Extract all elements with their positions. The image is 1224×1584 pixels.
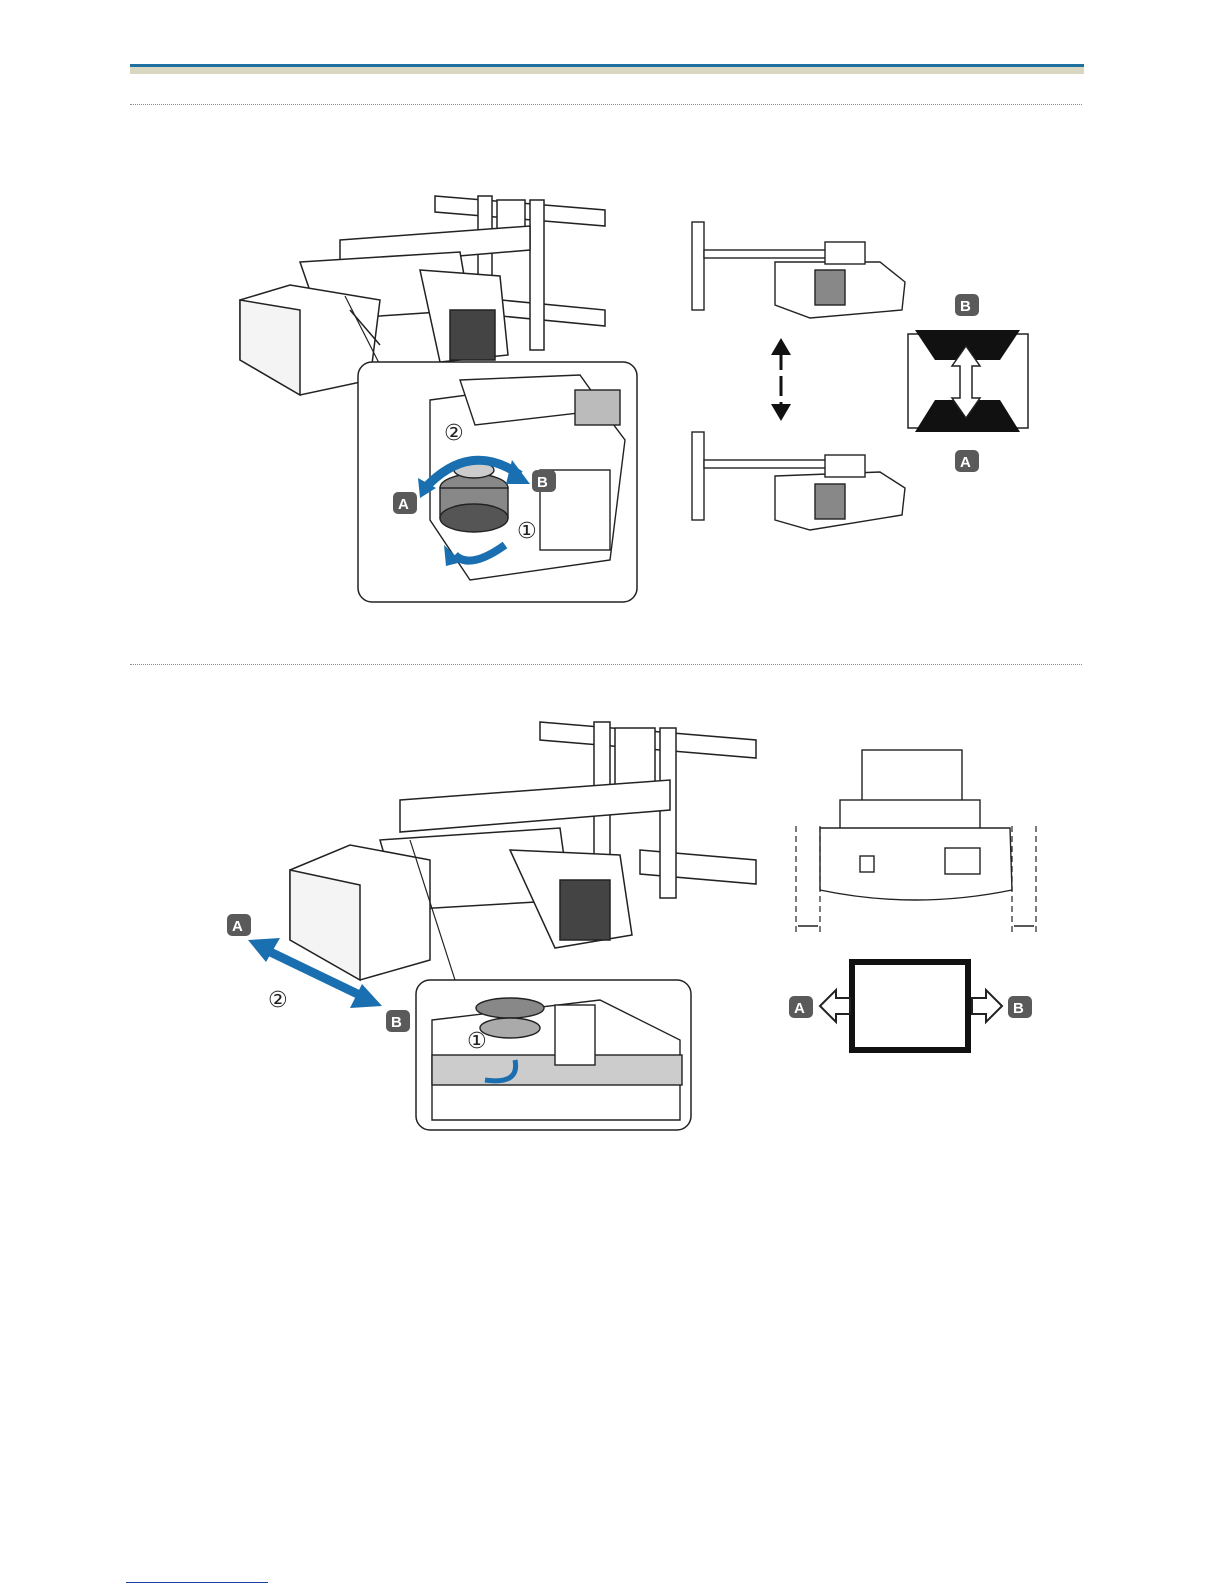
step-1-marker: ① (517, 519, 537, 544)
step-1-marker-2: ① (467, 1029, 487, 1054)
side-view-upper (692, 222, 905, 318)
figure-horizontal-adjustment: ① A B ② A B (0, 660, 1224, 1160)
figure-vertical-adjustment: A B ② ① B A (0, 0, 1224, 660)
step-2-marker-2: ② (268, 988, 288, 1013)
diagram-label-b-2: B (1013, 1000, 1024, 1017)
diagram-label-a: A (960, 454, 971, 471)
step-2-marker: ② (444, 421, 464, 446)
diagram-label-a-2: A (794, 1000, 805, 1017)
shift-right-arrow (972, 990, 1002, 1022)
label-b: B (537, 474, 548, 491)
diagram-label-b: B (960, 298, 971, 315)
front-view-projector (820, 750, 1012, 900)
keystone-diagram (908, 330, 1028, 432)
footer-link-underline[interactable] (126, 1582, 268, 1583)
label-a-2: A (232, 918, 243, 935)
screen-frame (852, 962, 968, 1050)
label-b-2: B (391, 1014, 402, 1031)
label-a: A (398, 496, 409, 513)
side-view-lower (692, 432, 905, 530)
wall-mount-illustration-2 (290, 722, 756, 980)
shift-left-arrow (820, 990, 850, 1022)
